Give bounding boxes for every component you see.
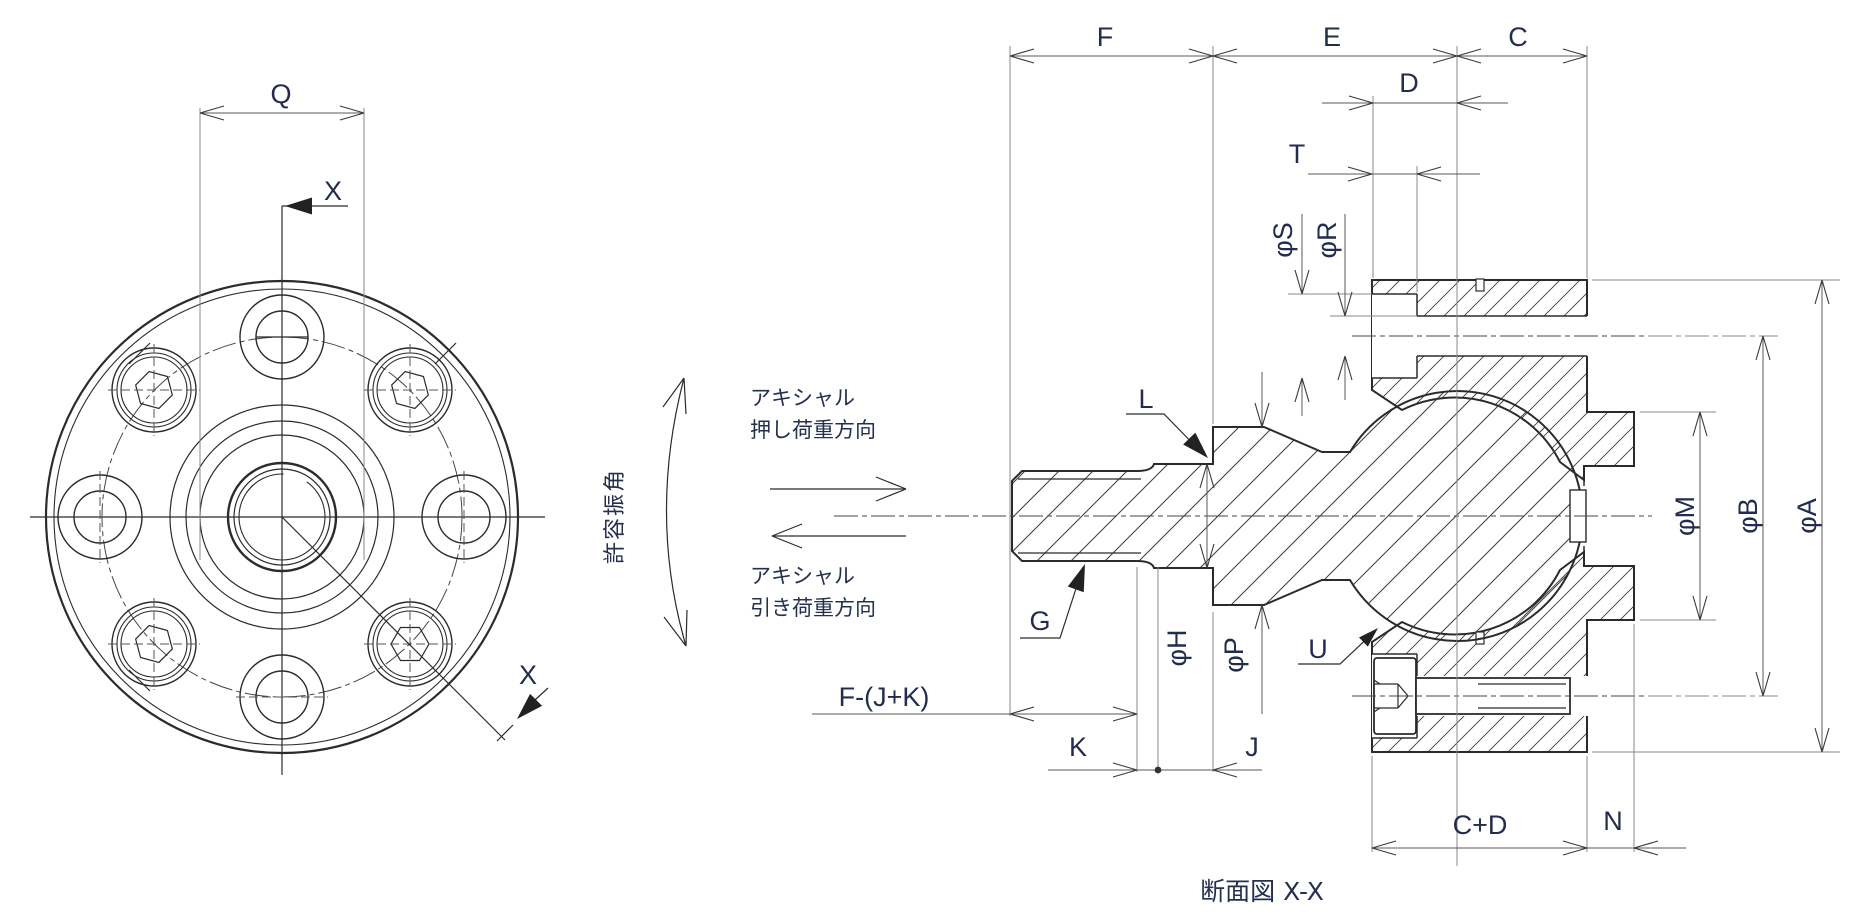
dim-label-K: K bbox=[1069, 732, 1087, 762]
dim-F-minus-JK: F-(J+K) bbox=[812, 682, 1138, 722]
flange-chamfer-circle bbox=[53, 288, 511, 746]
dim-phi-A: φA bbox=[1792, 279, 1830, 753]
dim-phi-M: φM bbox=[1670, 411, 1708, 621]
dim-phi-R: φR bbox=[1312, 214, 1353, 400]
dim-label-D: D bbox=[1399, 68, 1419, 98]
thread-minor-circle bbox=[238, 473, 326, 561]
dim-label-phi-B: φB bbox=[1733, 498, 1763, 534]
load-annotations: 許容振角 アキシャル 押し荷重方向 アキシャル 引き荷重方向 bbox=[603, 377, 907, 647]
housing-notch-top bbox=[1475, 278, 1485, 292]
axial-push-line1: アキシャル bbox=[750, 386, 855, 410]
section-marker-top: X bbox=[282, 176, 348, 215]
dim-J: J bbox=[1212, 732, 1259, 778]
dim-E: E bbox=[1212, 22, 1458, 64]
thread-minor-lines bbox=[1018, 478, 1141, 554]
leader-L: L bbox=[1126, 384, 1215, 464]
dim-D: D bbox=[1322, 68, 1508, 111]
dim-label-L: L bbox=[1138, 384, 1153, 414]
section-view bbox=[834, 278, 1652, 753]
section-arrow-icon bbox=[285, 197, 312, 215]
dimensions: F E C D T φS φR bbox=[812, 22, 1840, 866]
dim-label-T: T bbox=[1289, 139, 1306, 169]
swing-angle-arc bbox=[662, 377, 688, 647]
socket-screw-sw bbox=[108, 598, 200, 690]
socket-screw-se bbox=[364, 598, 456, 690]
dim-C: C bbox=[1456, 22, 1588, 64]
dim-label-phi-P: φP bbox=[1219, 637, 1249, 673]
dim-label-F-minus-JK: F-(J+K) bbox=[839, 682, 930, 712]
dim-label-phi-S: φS bbox=[1268, 222, 1298, 258]
dim-phi-P: φP bbox=[1219, 372, 1270, 714]
dim-phi-H: φH bbox=[1162, 463, 1215, 667]
housing-bore-circle bbox=[169, 404, 395, 630]
bolt-hole-top bbox=[239, 294, 325, 380]
dim-label-F: F bbox=[1097, 22, 1114, 52]
socket-screw-ne bbox=[364, 344, 456, 436]
dim-label-C: C bbox=[1508, 22, 1528, 52]
dim-label-G: G bbox=[1029, 606, 1050, 636]
leader-G: G bbox=[1020, 561, 1093, 639]
dim-label-J: J bbox=[1245, 732, 1259, 762]
dim-label-phi-A: φA bbox=[1792, 498, 1822, 534]
dim-N: N bbox=[1603, 806, 1659, 856]
dim-K: K bbox=[1048, 732, 1262, 778]
flange-outer-circle bbox=[44, 279, 520, 755]
dim-label-Q: Q bbox=[270, 79, 291, 109]
dim-phi-S: φS bbox=[1268, 214, 1310, 416]
bolt-hole-left bbox=[57, 471, 143, 563]
bolt-hole-right bbox=[421, 471, 507, 563]
dim-T: T bbox=[1289, 139, 1480, 182]
shank-circle bbox=[226, 461, 338, 573]
screw-thread-lines bbox=[1478, 683, 1566, 709]
socket-screw-nw bbox=[108, 344, 200, 436]
leader-U: U bbox=[1298, 623, 1383, 665]
dim-label-phi-H: φH bbox=[1162, 629, 1192, 666]
section-label-bottom: X bbox=[519, 660, 537, 690]
pilot-bore-edges bbox=[1583, 465, 1634, 567]
axial-push-arrow bbox=[770, 476, 907, 502]
caption: 断面図 X-X bbox=[1200, 877, 1324, 906]
front-view: Q X X bbox=[30, 79, 549, 775]
swing-angle-label: 許容振角 bbox=[603, 468, 628, 564]
bolt-hole-bottom bbox=[236, 654, 328, 740]
dim-label-C-plus-D: C+D bbox=[1453, 810, 1508, 840]
dim-label-N: N bbox=[1603, 806, 1623, 836]
axial-pull-arrow bbox=[771, 523, 906, 549]
axial-push-line2: 押し荷重方向 bbox=[750, 418, 876, 442]
collar-circle bbox=[185, 420, 379, 614]
dim-Q: Q bbox=[199, 79, 365, 560]
dim-F: F bbox=[1009, 22, 1587, 64]
section-arrow-icon bbox=[510, 693, 543, 726]
dim-C-plus-D: C+D bbox=[1371, 810, 1686, 856]
dim-phi-B: φB bbox=[1733, 335, 1771, 697]
section-label-top: X bbox=[324, 176, 342, 206]
thread-major-circle bbox=[233, 468, 331, 566]
axial-pull-line2: 引き荷重方向 bbox=[750, 596, 876, 620]
section-marker-bottom: X bbox=[281, 516, 549, 742]
axial-pull-line1: アキシャル bbox=[750, 564, 855, 588]
dim-label-U: U bbox=[1308, 634, 1328, 664]
dim-dot bbox=[1154, 766, 1162, 774]
dim-label-phi-M: φM bbox=[1670, 496, 1700, 536]
dim-label-phi-R: φR bbox=[1312, 221, 1342, 258]
dim-label-E: E bbox=[1323, 22, 1341, 52]
